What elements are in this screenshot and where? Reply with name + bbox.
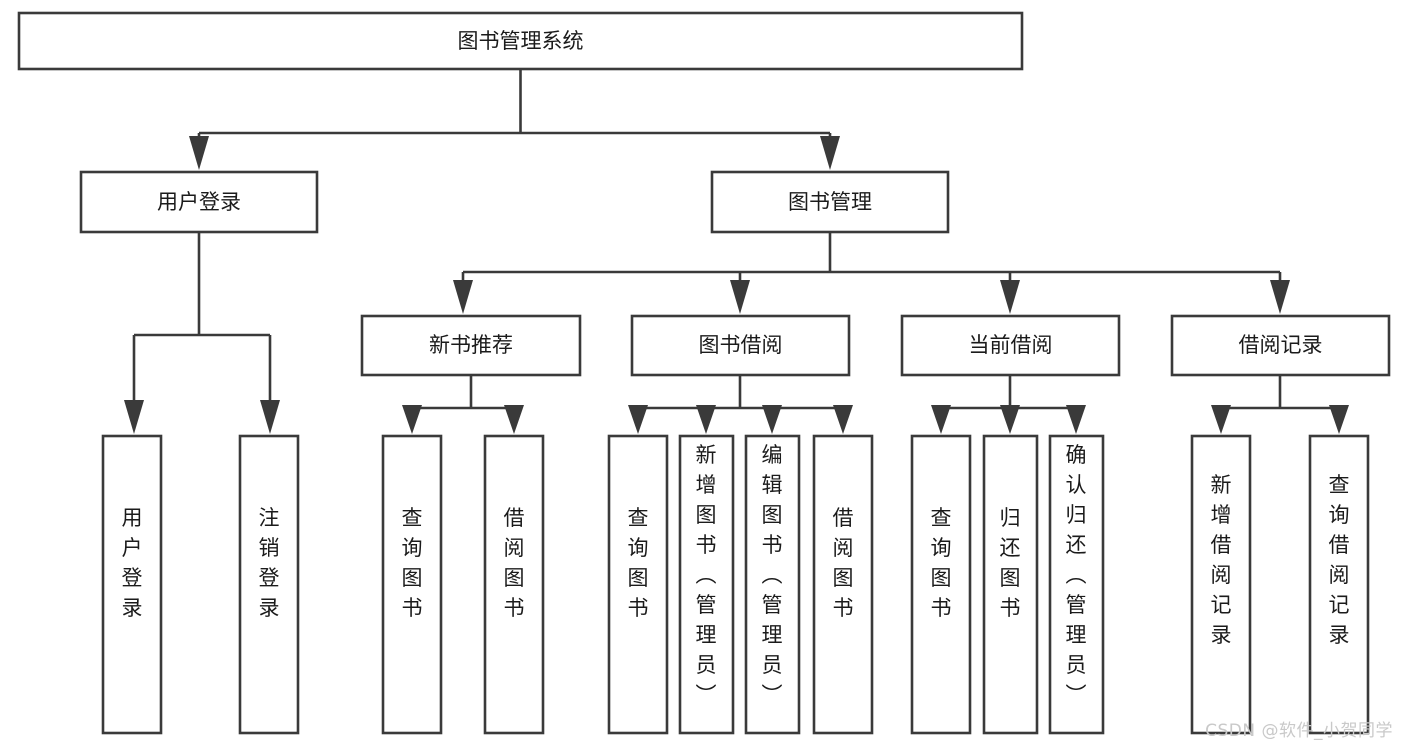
node-leaf-query-book-2[interactable]: 查询图书 <box>607 434 669 735</box>
node-borrow-record[interactable]: 借阅记录 <box>1170 314 1391 377</box>
node-leaf-user-login-label: 用户登录 <box>122 506 143 620</box>
connector-group-user-login <box>124 232 280 434</box>
node-user-login[interactable]: 用户登录 <box>79 170 319 234</box>
arrow-to-l1-0-icon <box>189 136 209 170</box>
connector-group-current-borrow <box>931 375 1086 434</box>
connector-group-book-mgmt <box>453 232 1290 314</box>
node-leaf-query-book-3-box[interactable] <box>910 434 972 735</box>
arrow-to-leaf-0-icon <box>124 400 144 434</box>
node-new-book-recommend[interactable]: 新书推荐 <box>360 314 582 377</box>
node-leaf-confirm-return-admin-label: 确认归还︵管理员︶ <box>1066 443 1087 707</box>
node-leaf-logout-box[interactable] <box>238 434 300 735</box>
arrow-to-leaf-9-icon <box>1000 405 1020 434</box>
node-leaf-user-login-box[interactable] <box>101 434 163 735</box>
node-book-management-box[interactable] <box>710 170 950 234</box>
node-leaf-add-book-admin-box[interactable] <box>678 434 735 735</box>
arrow-to-l2-2-icon <box>1000 280 1020 314</box>
node-leaf-confirm-return-admin[interactable]: 确认归还︵管理员︶ <box>1048 434 1105 735</box>
node-leaf-edit-book-admin-box[interactable] <box>744 434 801 735</box>
arrow-to-leaf-10-icon <box>1066 405 1086 434</box>
arrow-to-leaf-8-icon <box>931 405 951 434</box>
node-leaf-query-borrow-record-label: 查询借阅记录 <box>1329 473 1350 647</box>
node-leaf-query-book-1-label: 查询图书 <box>402 506 423 620</box>
arrow-to-l2-3-icon <box>1270 280 1290 314</box>
node-current-borrow[interactable]: 当前借阅 <box>900 314 1121 377</box>
node-book-borrow-label: 图书借阅 <box>699 333 783 357</box>
arrow-to-leaf-6-icon <box>762 405 782 434</box>
arrow-to-l2-1-icon <box>730 280 750 314</box>
node-leaf-return-book-label: 归还图书 <box>1000 506 1021 620</box>
node-leaf-confirm-return-admin-box[interactable] <box>1048 434 1105 735</box>
arrow-to-leaf-12-icon <box>1329 405 1349 434</box>
arrow-to-leaf-11-icon <box>1211 405 1231 434</box>
arrow-to-l1-1-icon <box>820 136 840 170</box>
node-book-management-label: 图书管理 <box>788 190 872 214</box>
node-root[interactable]: 图书管理系统 <box>17 11 1024 71</box>
arrow-to-leaf-2-icon <box>402 405 422 434</box>
node-leaf-borrow-book-1[interactable]: 借阅图书 <box>483 434 545 735</box>
node-root-label: 图书管理系统 <box>458 29 584 53</box>
node-leaf-add-book-admin-label: 新增图书︵管理员︶ <box>696 443 717 707</box>
node-leaf-add-borrow-record-box[interactable] <box>1190 434 1252 735</box>
node-book-borrow-box[interactable] <box>630 314 851 377</box>
node-book-borrow[interactable]: 图书借阅 <box>630 314 851 377</box>
arrow-to-leaf-5-icon <box>696 405 716 434</box>
connector-group-borrow-record <box>1211 375 1349 434</box>
node-leaf-query-book-2-box[interactable] <box>607 434 669 735</box>
node-leaf-add-borrow-record-label: 新增借阅记录 <box>1211 473 1232 647</box>
connector-group-new-books <box>402 375 524 434</box>
node-leaf-query-book-2-label: 查询图书 <box>628 506 649 620</box>
node-current-borrow-label: 当前借阅 <box>969 333 1053 357</box>
node-leaf-query-borrow-record-box[interactable] <box>1308 434 1370 735</box>
node-leaf-logout-label: 注销登录 <box>259 506 280 620</box>
arrow-to-leaf-4-icon <box>628 405 648 434</box>
node-root-box[interactable] <box>17 11 1024 71</box>
arrow-to-leaf-3-icon <box>504 405 524 434</box>
arrow-to-l2-0-icon <box>453 280 473 314</box>
node-leaf-query-book-3[interactable]: 查询图书 <box>910 434 972 735</box>
node-borrow-record-box[interactable] <box>1170 314 1391 377</box>
node-leaf-borrow-book-2-label: 借阅图书 <box>833 506 854 620</box>
node-leaf-add-book-admin[interactable]: 新增图书︵管理员︶ <box>678 434 735 735</box>
node-leaf-edit-book-admin-label: 编辑图书︵管理员︶ <box>762 443 783 707</box>
node-leaf-borrow-book-2[interactable]: 借阅图书 <box>812 434 874 735</box>
connector-group-root <box>189 69 840 170</box>
node-user-login-label: 用户登录 <box>157 190 241 214</box>
node-leaf-borrow-book-1-label: 借阅图书 <box>504 506 525 620</box>
node-leaf-return-book[interactable]: 归还图书 <box>982 434 1039 735</box>
node-user-login-box[interactable] <box>79 170 319 234</box>
node-leaf-return-book-box[interactable] <box>982 434 1039 735</box>
arrow-to-leaf-1-icon <box>260 400 280 434</box>
node-leaf-borrow-book-2-box[interactable] <box>812 434 874 735</box>
node-leaf-query-borrow-record[interactable]: 查询借阅记录 <box>1308 434 1370 735</box>
node-leaf-query-book-3-label: 查询图书 <box>931 506 952 620</box>
connector-group-book-borrow <box>628 375 853 434</box>
node-new-book-recommend-label: 新书推荐 <box>429 333 513 357</box>
node-borrow-record-label: 借阅记录 <box>1239 333 1323 357</box>
csdn-watermark: CSDN @软件_小贺同学 <box>1205 721 1393 741</box>
node-leaf-query-book-1[interactable]: 查询图书 <box>381 434 443 735</box>
arrow-to-leaf-7-icon <box>833 405 853 434</box>
node-leaf-logout[interactable]: 注销登录 <box>238 434 300 735</box>
node-leaf-query-book-1-box[interactable] <box>381 434 443 735</box>
node-leaf-borrow-book-1-box[interactable] <box>483 434 545 735</box>
node-book-management[interactable]: 图书管理 <box>710 170 950 234</box>
node-current-borrow-box[interactable] <box>900 314 1121 377</box>
node-new-book-recommend-box[interactable] <box>360 314 582 377</box>
node-leaf-user-login[interactable]: 用户登录 <box>101 434 163 735</box>
node-leaf-edit-book-admin[interactable]: 编辑图书︵管理员︶ <box>744 434 801 735</box>
node-leaf-add-borrow-record[interactable]: 新增借阅记录 <box>1190 434 1252 735</box>
